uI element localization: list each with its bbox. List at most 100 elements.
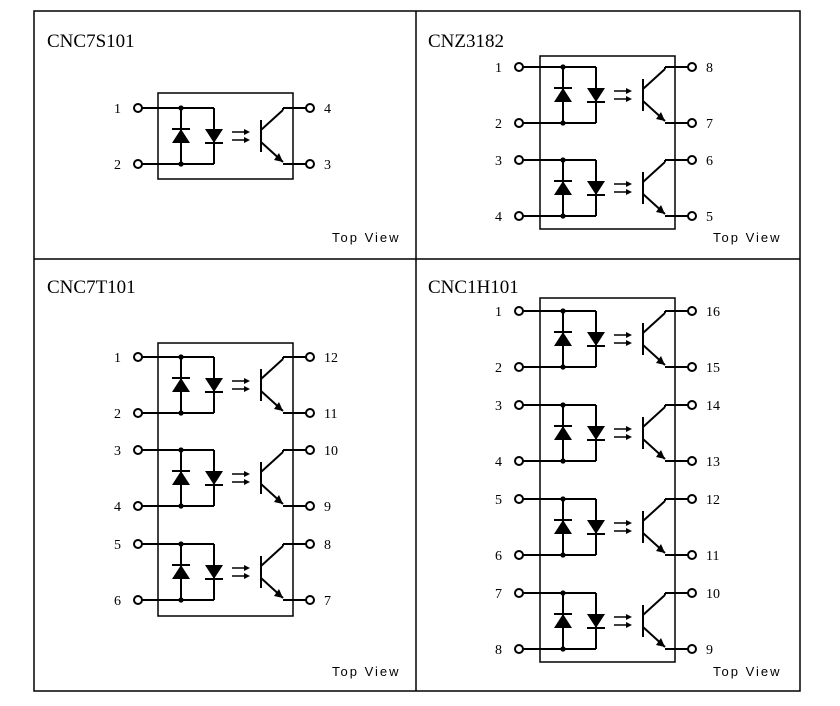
diode-triangle (554, 426, 572, 440)
pin-number: 15 (706, 361, 720, 376)
pin-circle (133, 103, 143, 113)
pin-number: 6 (495, 549, 502, 564)
pin-circle (514, 456, 524, 466)
pin-number: 2 (495, 117, 502, 132)
pin-number: 8 (324, 538, 331, 553)
transistor-collector (642, 312, 666, 334)
pin-number: 12 (324, 351, 338, 366)
pin-circle (514, 644, 524, 654)
transistor-collector (260, 451, 284, 473)
light-arrow-head (626, 96, 632, 102)
view-label-3: Top View (332, 664, 401, 679)
package-outline (157, 342, 294, 617)
light-arrow-head (244, 129, 250, 135)
pin-number: 6 (706, 154, 713, 169)
pin-circle (514, 362, 524, 372)
light-arrow-head (626, 332, 632, 338)
pin-number: 4 (324, 102, 331, 117)
pin-number: 8 (495, 643, 502, 658)
light-arrow-head (244, 378, 250, 384)
pin-number: 3 (495, 154, 502, 169)
pin-number: 7 (706, 117, 713, 132)
diode-triangle (554, 88, 572, 102)
transistor-collector (642, 406, 666, 428)
pin-circle (514, 400, 524, 410)
pin-circle (687, 456, 697, 466)
pin-number: 10 (706, 587, 720, 602)
pin-number: 7 (324, 594, 331, 609)
pin-number: 11 (324, 407, 337, 422)
led-triangle (587, 88, 605, 102)
pin-circle (133, 408, 143, 418)
emitter-arrow (274, 589, 283, 598)
pin-number: 10 (324, 444, 338, 459)
pin-circle (687, 118, 697, 128)
pin-circle (133, 445, 143, 455)
pin-number: 16 (706, 305, 720, 320)
light-arrow-head (626, 520, 632, 526)
led-triangle (205, 378, 223, 392)
led-triangle (205, 565, 223, 579)
pin-circle (687, 155, 697, 165)
emitter-arrow (656, 205, 665, 214)
pin-circle (514, 550, 524, 560)
pin-circle (305, 103, 315, 113)
pin-number: 9 (324, 500, 331, 515)
package-outline (157, 92, 294, 180)
pin-circle (133, 352, 143, 362)
pin-circle (687, 550, 697, 560)
light-arrow-head (244, 386, 250, 392)
emitter-arrow (656, 356, 665, 365)
pin-number: 13 (706, 455, 720, 470)
pin-number: 12 (706, 493, 720, 508)
pin-circle (305, 159, 315, 169)
pin-circle (514, 118, 524, 128)
emitter-arrow (274, 495, 283, 504)
pin-circle (514, 211, 524, 221)
light-arrow-head (244, 479, 250, 485)
led-triangle (205, 129, 223, 143)
pin-circle (687, 400, 697, 410)
panel-title-3: CNC7T101 (47, 277, 136, 298)
pin-number: 1 (495, 305, 502, 320)
view-label-2: Top View (713, 230, 782, 245)
pin-number: 1 (114, 351, 121, 366)
pin-circle (514, 494, 524, 504)
pin-circle (305, 445, 315, 455)
pin-circle (687, 494, 697, 504)
diode-triangle (554, 520, 572, 534)
diode-triangle (172, 471, 190, 485)
led-triangle (587, 520, 605, 534)
pin-circle (305, 352, 315, 362)
table-frame (33, 10, 801, 692)
diode-triangle (554, 332, 572, 346)
panel-title-4: CNC1H101 (428, 277, 519, 298)
light-arrow-head (626, 622, 632, 628)
pin-number: 9 (706, 643, 713, 658)
light-arrow-head (244, 471, 250, 477)
led-triangle (205, 471, 223, 485)
light-arrow-head (626, 340, 632, 346)
light-arrow-head (626, 426, 632, 432)
pin-circle (687, 644, 697, 654)
diode-triangle (172, 129, 190, 143)
pin-number: 5 (495, 493, 502, 508)
transistor-collector (642, 68, 666, 90)
pin-circle (133, 159, 143, 169)
pin-circle (687, 588, 697, 598)
pin-number: 8 (706, 61, 713, 76)
pin-circle (305, 408, 315, 418)
led-triangle (587, 614, 605, 628)
diode-triangle (172, 378, 190, 392)
diode-triangle (554, 181, 572, 195)
emitter-arrow (656, 544, 665, 553)
panel-title-1: CNC7S101 (47, 31, 135, 52)
pin-number: 1 (114, 102, 121, 117)
transistor-collector (642, 500, 666, 522)
light-arrow-head (626, 528, 632, 534)
pin-number: 11 (706, 549, 719, 564)
pin-circle (133, 595, 143, 605)
light-arrow-head (626, 614, 632, 620)
